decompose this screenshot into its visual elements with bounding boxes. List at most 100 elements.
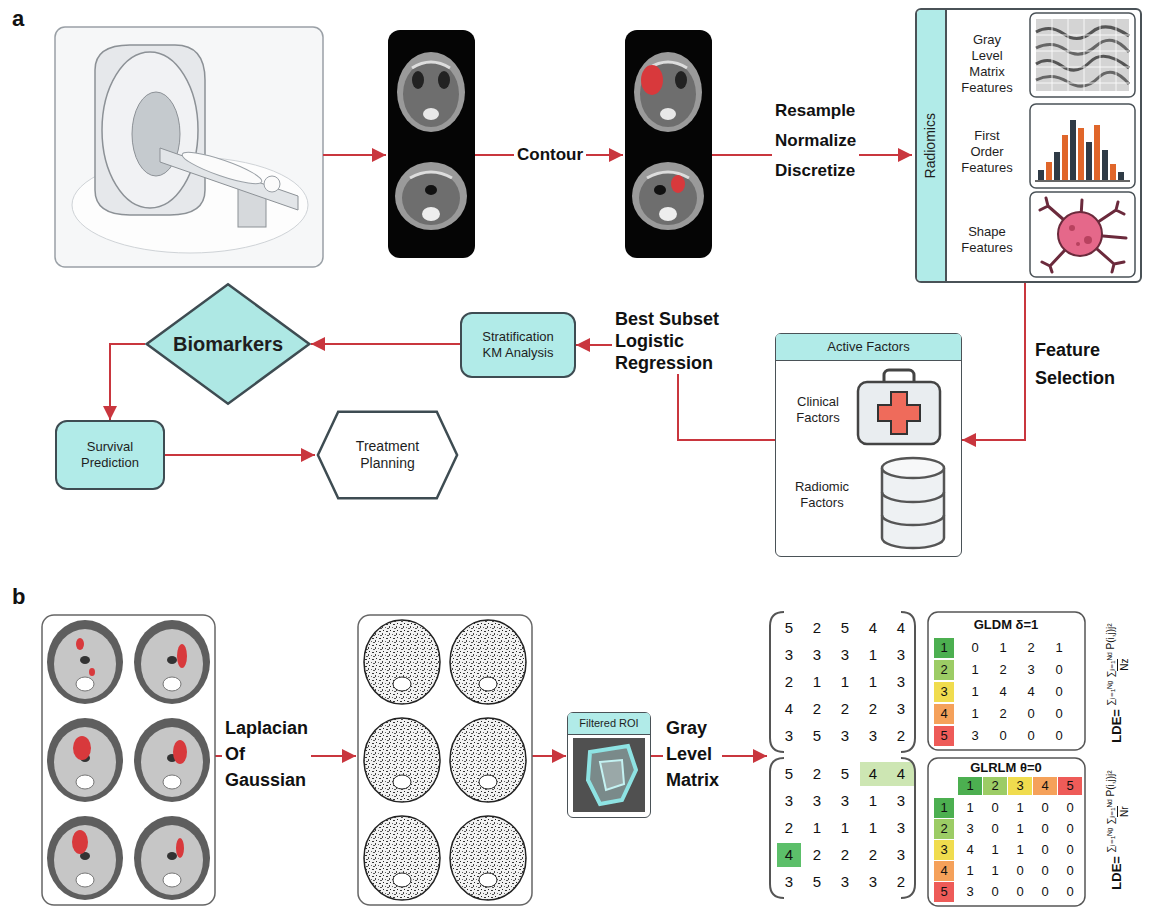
matrix-cell: 5 (813, 727, 821, 745)
level-cell: 3 (940, 842, 947, 858)
matrix-cell: 3 (897, 673, 905, 691)
ct-slice-panel (47, 718, 123, 802)
histogram-thumbnail (1038, 170, 1044, 180)
matrix-cell: 0 (1066, 842, 1073, 858)
matrix-cell: 0 (999, 728, 1006, 744)
level-color-cell (1058, 777, 1082, 795)
ct-slice-panel (72, 830, 88, 854)
matrix-cell: 5 (785, 619, 793, 637)
ct-slice-image (395, 162, 467, 230)
ct-slice-panel (76, 873, 94, 887)
texture-thumbnail (1036, 72, 1129, 86)
ct-slice-panel (42, 615, 215, 905)
matrix-cell: 0 (1041, 884, 1048, 900)
matrix-cell: 5 (841, 619, 849, 637)
matrix-cell: 2 (785, 673, 793, 691)
log-filtered-panel (393, 873, 411, 887)
histogram-thumbnail (1046, 162, 1052, 180)
matrix-cell: 4 (1027, 684, 1034, 700)
header-band: Active Factors (776, 334, 961, 361)
ct-slice-panel (134, 816, 210, 900)
ct-slice-image (412, 62, 450, 68)
level-color-cell (934, 798, 954, 818)
ct-slice-panel (134, 620, 210, 704)
node-text: Active Factors (827, 339, 909, 355)
node-text: Radiomic Factors (795, 479, 849, 512)
matrix-cell: 1 (999, 640, 1006, 656)
matrix-cell: 0 (991, 884, 998, 900)
ct-slice-panel (54, 727, 116, 797)
table-frame (928, 612, 1085, 750)
matrix-cell: 2 (785, 819, 793, 837)
level-color-cell (934, 704, 954, 724)
level-cell: 2 (940, 821, 947, 837)
active-factors-panel: Active FactorsClinical FactorsRadiomic F… (775, 333, 962, 557)
matrix-cell: 4 (869, 765, 877, 783)
matrix-cell: 3 (841, 792, 849, 810)
ct-scanner-illustration (55, 27, 323, 267)
ct-slice-image (403, 61, 459, 127)
node-text: Survival Prediction (81, 439, 139, 472)
histogram-thumbnail (1110, 164, 1116, 180)
matrix-cell: 5 (813, 873, 821, 891)
matrix-cell: 4 (785, 700, 793, 718)
log-filtered-panel (479, 775, 497, 789)
ct-slice-image (397, 52, 465, 132)
matrix-cell: 4 (966, 842, 973, 858)
level-cell: 2 (991, 778, 998, 794)
matrix-cell: 3 (813, 646, 821, 664)
formula-denominator: Nz (1117, 659, 1130, 671)
level-cell: 4 (940, 863, 947, 879)
contoured-slice-image (632, 162, 704, 230)
contoured-slice-image (675, 71, 687, 89)
texture-thumbnail (1036, 40, 1129, 54)
feature-label: Gray Level Matrix Features (947, 22, 1027, 106)
matrix-cell: 3 (897, 846, 905, 864)
panel-letter: a (12, 6, 24, 32)
step-label: Contour (514, 144, 586, 166)
texture-thumbnail (1036, 27, 1129, 39)
filtered-roi-image (573, 738, 645, 812)
contoured-slice-image (654, 185, 666, 195)
matrix-cell: 1 (1055, 640, 1062, 656)
level-color-cell (934, 638, 1082, 902)
edge-label: Feature Selection (1035, 336, 1115, 392)
panel-letter: b (12, 584, 25, 610)
matrix-bracket (770, 612, 784, 752)
level-color-cell (934, 726, 954, 746)
texture-thumbnail (1036, 19, 1129, 91)
ct-scanner-illustration (264, 176, 280, 192)
matrix-cell: 4 (999, 684, 1006, 700)
ct-slice-panel (141, 727, 203, 797)
contoured-slice-image (625, 30, 712, 258)
log-filtered-panel (358, 615, 532, 905)
flow-connector (311, 343, 460, 345)
feature-label: First Order Features (947, 110, 1027, 194)
ct-slice-panel (163, 873, 181, 887)
ct-slice-panel (42, 615, 215, 905)
matrix-cell: 0 (1041, 800, 1048, 816)
matrix-bracket (770, 758, 784, 898)
step-label: Laplacian Of Gaussian (222, 715, 311, 793)
side-band: Radiomics (917, 10, 947, 281)
level-cell: 3 (1016, 778, 1023, 794)
matrix-cell: 2 (999, 662, 1006, 678)
matrix-cell: 2 (813, 846, 821, 864)
matrix-cell: 3 (869, 727, 877, 745)
medical-kit-icon (858, 370, 940, 444)
level-cell: 1 (940, 640, 947, 656)
matrix-cell: 4 (897, 765, 905, 783)
histogram-thumbnail (1118, 172, 1124, 180)
process-box: Stratification KM Analysis (460, 312, 576, 378)
texture-thumbnail (1030, 13, 1135, 97)
matrix-cell: 0 (1027, 706, 1034, 722)
matrix-cell: 2 (1027, 640, 1034, 656)
ct-slice-panel (54, 825, 116, 895)
ct-slice-panel (173, 740, 187, 764)
matrix-cell: 0 (1016, 884, 1023, 900)
table-title: GLRLM θ=0 (970, 760, 1042, 776)
log-filtered-panel (393, 677, 411, 691)
ct-slice-panel (47, 816, 123, 900)
ct-scanner-illustration (95, 45, 205, 215)
shape-thumbnail (1058, 212, 1102, 256)
